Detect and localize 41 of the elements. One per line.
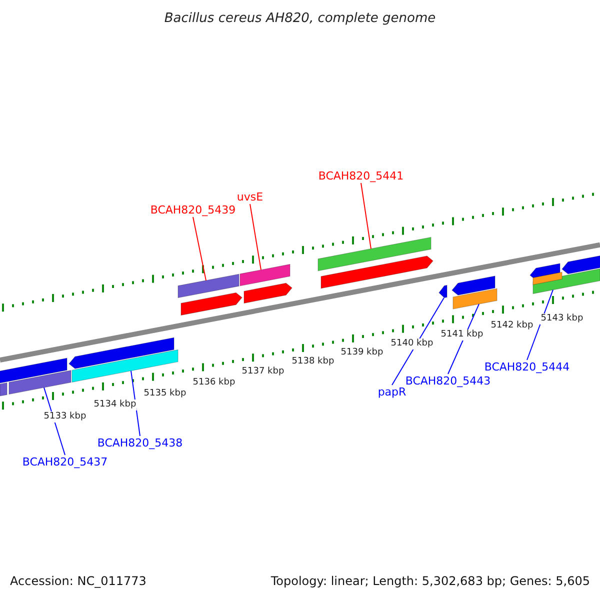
- gene-label: BCAH820_5444: [484, 362, 570, 372]
- genome-summary-text: Topology: linear; Length: 5,302,683 bp; Genes: 5,605: [270, 575, 590, 587]
- scale-label: 5140 kbp: [390, 338, 434, 350]
- scale-label: 5139 kbp: [340, 348, 384, 358]
- scale-label: 5142 kbp: [490, 320, 534, 332]
- gene-feature: [240, 264, 290, 286]
- gene-feature: [452, 288, 498, 310]
- scale-label: 5133 kbp: [42, 412, 88, 422]
- scale-label: 5134 kbp: [92, 400, 138, 410]
- scale-label: 5141 kbp: [440, 330, 484, 340]
- gene-feature: [318, 236, 432, 272]
- title: Bacillus cereus AH820, complete genome: [163, 12, 437, 25]
- gene-feature: [532, 272, 562, 286]
- gene-feature: [320, 256, 434, 289]
- gene-label: uvsE: [236, 192, 264, 202]
- gene-feature: [72, 349, 178, 383]
- scale-label: 5135 kbp: [142, 388, 188, 400]
- leader-line: [250, 204, 262, 270]
- scale-label: 5138 kbp: [290, 356, 336, 368]
- gene-label: BCAH820_5441: [318, 170, 404, 182]
- gene-feature: [180, 292, 242, 316]
- leader-line: [392, 297, 444, 386]
- gene-label: BCAH820_5438: [97, 438, 183, 448]
- gene-label: papR: [378, 386, 406, 398]
- leader-line: [192, 216, 206, 281]
- gene-feature: [562, 254, 600, 274]
- gene-label: BCAH820_5443: [405, 376, 491, 386]
- accession-text: Accession: NC_011773: [10, 575, 146, 587]
- gene-feature: [178, 274, 240, 298]
- gene-feature: [0, 358, 68, 384]
- leader-line: [360, 182, 372, 250]
- gene-feature: [244, 282, 292, 304]
- scale-label: 5137 kbp: [240, 366, 286, 378]
- scale-label: 5143 kbp: [540, 314, 584, 324]
- gene-label: BCAH820_5437: [22, 456, 108, 468]
- gene-feature: [452, 276, 496, 296]
- gene-feature: [68, 337, 174, 369]
- gene-feature: [438, 284, 448, 298]
- gene-label: BCAH820_5439: [150, 204, 236, 216]
- scale-label: 5136 kbp: [192, 378, 236, 388]
- leader-line: [44, 387, 66, 456]
